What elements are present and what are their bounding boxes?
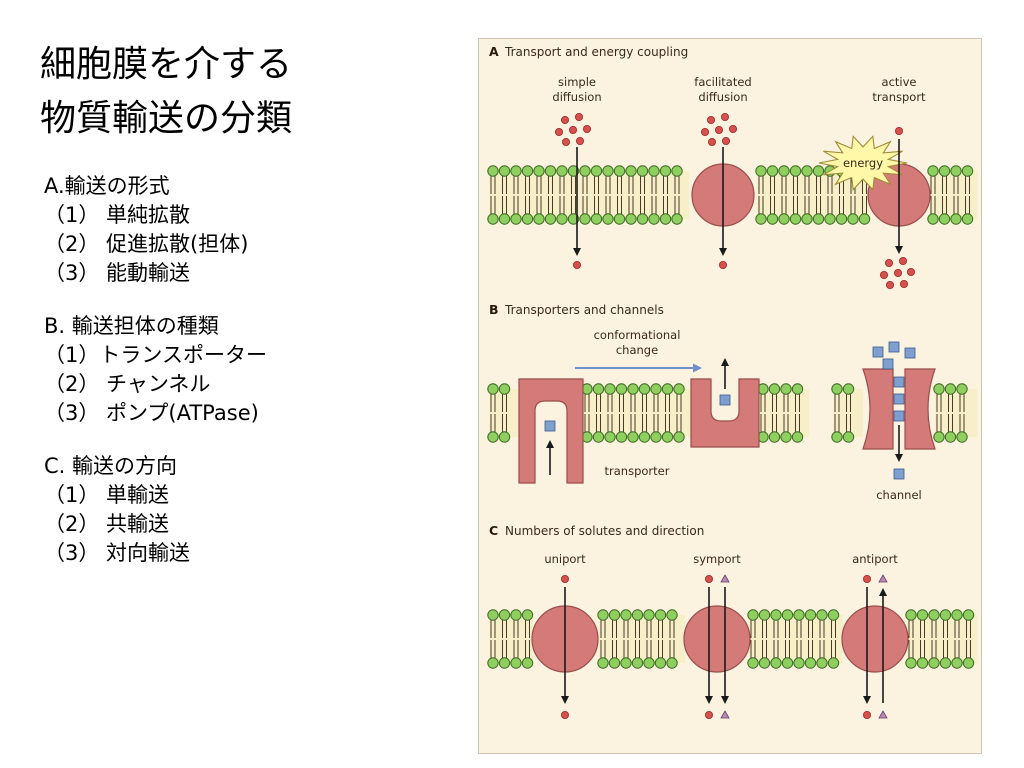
facilitated-diffusion-label-1: facilitated [694,75,751,89]
panel-b: B Transporters and channels conformation… [487,302,977,502]
panel-b-letter: B [489,302,499,317]
page-title: 細胞膜を介する 物質輸送の分類 [40,38,292,146]
section-b-heading: B. 輸送担体の種類 [44,314,219,338]
uniport-solute-in [561,575,570,584]
section-a-item-1: （1） 単純拡散 [44,203,191,227]
antiporter [841,605,909,673]
membrane-b [487,383,977,443]
solute-out-simple [573,260,582,269]
membrane-c [487,609,977,669]
section-c-item-2: （2） 共輸送 [44,512,170,536]
section-a-item-3: （3） 能動輸送 [44,261,191,285]
symport-solute-out [704,711,713,720]
energy-burst [818,135,908,191]
transported-cube-inside [544,420,556,432]
symport-label: symport [693,552,741,566]
section-b-item-1: （1）トランスポーター [44,343,267,367]
section-a: A.輸送の形式 （1） 単純拡散 （2） 促進拡散(担体) （3） 能動輸送 [44,172,267,288]
section-b-item-3: （3） ポンプ(ATPase) [44,401,259,425]
classification-outline: A.輸送の形式 （1） 単純拡散 （2） 促進拡散(担体) （3） 能動輸送 B… [44,172,267,592]
solute-cluster-facilitated [700,113,737,147]
section-c-item-1: （1） 単輸送 [44,483,170,507]
panel-a-title: Transport and energy coupling [504,45,688,59]
uniport-label: uniport [544,552,586,566]
section-a-item-2: （2） 促進拡散(担体) [44,232,249,256]
antiport-solute-in [862,575,871,584]
channel-label: channel [876,488,922,502]
channel-cube-out [893,468,905,480]
membrane-a [487,165,977,225]
conformational-change-label-1: conformational [594,328,681,342]
panel-a-letter: A [489,44,499,59]
section-b-item-2: （2） チャンネル [44,372,211,396]
solute-cluster-active [879,256,915,289]
simple-diffusion-label-2: diffusion [552,90,601,104]
panel-c: C Numbers of solutes and direction unipo… [487,523,977,720]
title-line-2: 物質輸送の分類 [40,98,293,139]
solute-cluster-simple [555,113,592,147]
transported-cube-outside [719,394,731,406]
symport-triangle-in [720,574,730,583]
facilitated-diffusion-label-2: diffusion [698,90,747,104]
antiport-triangle-bottom [878,710,888,719]
transporter-open-outside [690,378,760,448]
panel-c-title: Numbers of solutes and direction [505,524,704,538]
symport-solute-in [704,575,713,584]
transporter-label: transporter [605,464,670,478]
panel-c-letter: C [489,523,498,538]
title-line-1: 細胞膜を介する [40,44,293,85]
antiport-triangle-top [878,574,888,583]
channel-cubes [872,341,916,422]
antiport-solute-out [862,711,871,720]
uniport-solute-out [561,711,570,720]
section-b: B. 輸送担体の種類 （1）トランスポーター （2） チャンネル （3） ポンプ… [44,312,267,428]
channel-wall-left [862,368,894,450]
section-a-heading: A.輸送の形式 [44,174,170,198]
section-c-heading: C. 輸送の方向 [44,454,178,478]
panel-b-title: Transporters and channels [504,303,664,317]
section-c: C. 輸送の方向 （1） 単輸送 （2） 共輸送 （3） 対向輸送 [44,452,267,568]
active-transport-label-2: transport [872,90,926,104]
channel-wall-right [904,368,936,450]
simple-diffusion-label-1: simple [558,75,596,89]
solute-in-active [894,127,903,136]
section-c-item-3: （3） 対向輸送 [44,541,191,565]
energy-label: energy [843,156,883,170]
solute-out-facilitated [718,260,727,269]
transporter-open-inside [518,378,584,484]
panel-a: A Transport and energy coupling simple d… [487,44,977,289]
symport-triangle-out [720,710,730,719]
membrane-transport-figure: A Transport and energy coupling simple d… [478,38,982,754]
active-transport-label-1: active [882,75,917,89]
conformational-change-label-2: change [616,343,658,357]
antiport-label: antiport [852,552,898,566]
symporter [683,605,751,673]
